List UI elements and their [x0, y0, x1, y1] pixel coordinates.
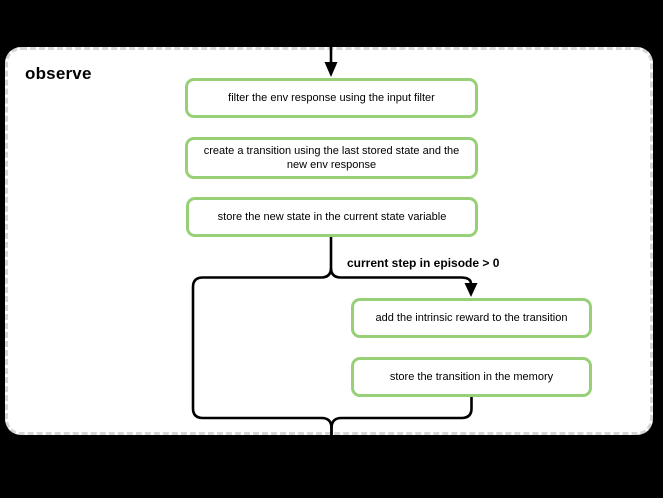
node-add-intrinsic-reward: add the intrinsic reward to the transiti…: [351, 298, 592, 338]
node-label: filter the env response using the input …: [228, 92, 435, 104]
node-store-new-state: store the new state in the current state…: [186, 197, 478, 237]
condition-label: current step in episode > 0: [347, 256, 500, 270]
node-store-transition: store the transition in the memory: [351, 357, 592, 397]
node-label: add the intrinsic reward to the transiti…: [375, 312, 568, 324]
node-filter-env-response: filter the env response using the input …: [185, 78, 478, 118]
node-label: create a transition using the last store…: [203, 145, 460, 171]
node-label: store the transition in the memory: [389, 371, 554, 383]
group-title: observe: [25, 64, 92, 83]
node-label: store the new state in the current state…: [217, 211, 447, 223]
node-create-transition: create a transition using the last store…: [185, 137, 478, 179]
